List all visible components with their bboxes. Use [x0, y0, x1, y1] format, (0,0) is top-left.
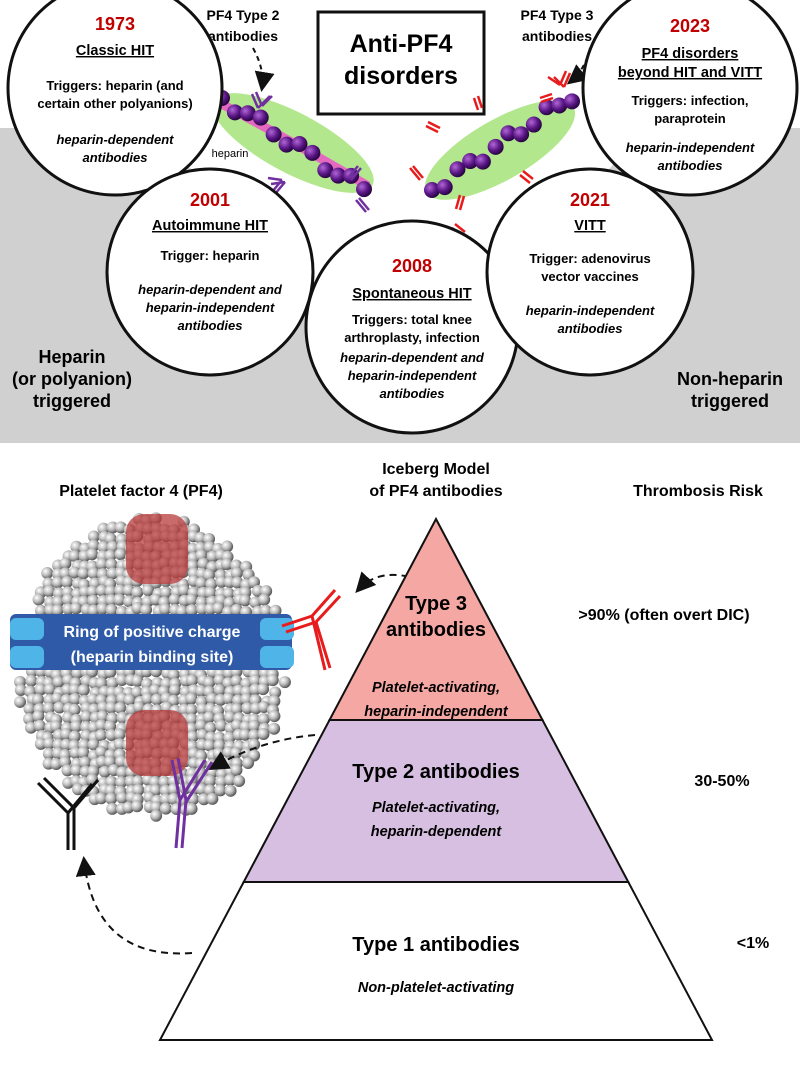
- pf4-bead: [525, 116, 542, 133]
- tier-name: Type 1 antibodies: [352, 934, 519, 956]
- type2-antibody-icon: [170, 757, 214, 849]
- type3-antibody-icon: [281, 589, 342, 671]
- tier-risk: <1%: [737, 935, 769, 952]
- disorder-name: Autoimmune HIT: [152, 218, 268, 234]
- disorder-triggers: Trigger: heparin: [161, 248, 260, 263]
- type1-antibody-icon: [36, 776, 100, 850]
- pf4-bead: [449, 161, 466, 178]
- disorder-triggers: Triggers: infection,paraprotein: [631, 93, 748, 126]
- pf4-bead: [278, 136, 295, 153]
- ring-label: Ring of positive charge(heparin binding …: [64, 624, 241, 666]
- tier-desc: Platelet-activating,heparin-dependent: [371, 800, 503, 840]
- disorder-name: Spontaneous HIT: [352, 286, 471, 302]
- ring-cap-left-top: [10, 618, 44, 640]
- heparin-triggered-label: Heparin(or polyanion)triggered: [12, 347, 132, 411]
- red-patch-bottom: [126, 710, 188, 776]
- pf4-bead: [304, 144, 321, 161]
- arrow-to-type2: [208, 734, 316, 771]
- type3-complex: [409, 70, 580, 237]
- ring-cap-right-bottom: [260, 646, 294, 668]
- pf4-bead: [252, 109, 269, 126]
- pf4-bead: [424, 182, 440, 198]
- pf4-bead: [356, 181, 372, 198]
- pf4-bead: [462, 153, 479, 170]
- tier-desc: Platelet-activating,heparin-independent: [364, 680, 509, 720]
- ring-band: [10, 614, 292, 670]
- disorder-year: 1973: [95, 14, 135, 34]
- pf4-bead: [239, 105, 256, 122]
- pf4-bead: [564, 93, 580, 110]
- pf4-bead: [538, 99, 555, 116]
- risk-title: Thrombosis Risk: [633, 483, 763, 500]
- type2-arrow: [252, 47, 275, 92]
- disorder-year: 2023: [670, 16, 710, 36]
- pf4-bead: [265, 126, 282, 143]
- disorder-year: 2001: [190, 190, 230, 210]
- tier-name: Type 2 antibodies: [352, 761, 519, 783]
- pf4-bead: [317, 162, 334, 179]
- heparin-label: heparin: [212, 148, 249, 160]
- pf4-bead: [513, 126, 530, 143]
- pf4-title: Platelet factor 4 (PF4): [59, 483, 223, 500]
- disorder-year: 2021: [570, 190, 610, 210]
- type2-complex: [212, 90, 374, 213]
- tier-risk: 30-50%: [694, 773, 749, 790]
- tier-risk: >90% (often overt DIC): [578, 607, 749, 624]
- arrow-to-type1: [75, 856, 193, 955]
- pf4-bead: [487, 138, 504, 155]
- disorder-name: Classic HIT: [76, 43, 154, 59]
- pf4-bead: [436, 179, 453, 196]
- pf4-bead: [500, 125, 517, 142]
- tier-desc: Non-platelet-activating: [358, 980, 514, 996]
- pyramid-tier-1: [158, 881, 714, 1041]
- pf4-bead: [291, 135, 308, 152]
- red-patch-top: [126, 514, 188, 584]
- disorder-year: 2008: [392, 256, 432, 276]
- pf4-bead: [330, 167, 347, 184]
- disorder-name: VITT: [574, 218, 606, 234]
- ring-cap-left-bottom: [10, 646, 44, 668]
- pf4-bead: [551, 97, 568, 114]
- ring-cap-right-top: [260, 618, 294, 640]
- title-box: [316, 10, 486, 116]
- arrow-to-type3: [355, 571, 421, 593]
- pf4-bead: [474, 153, 491, 170]
- pf4-bead: [226, 104, 243, 121]
